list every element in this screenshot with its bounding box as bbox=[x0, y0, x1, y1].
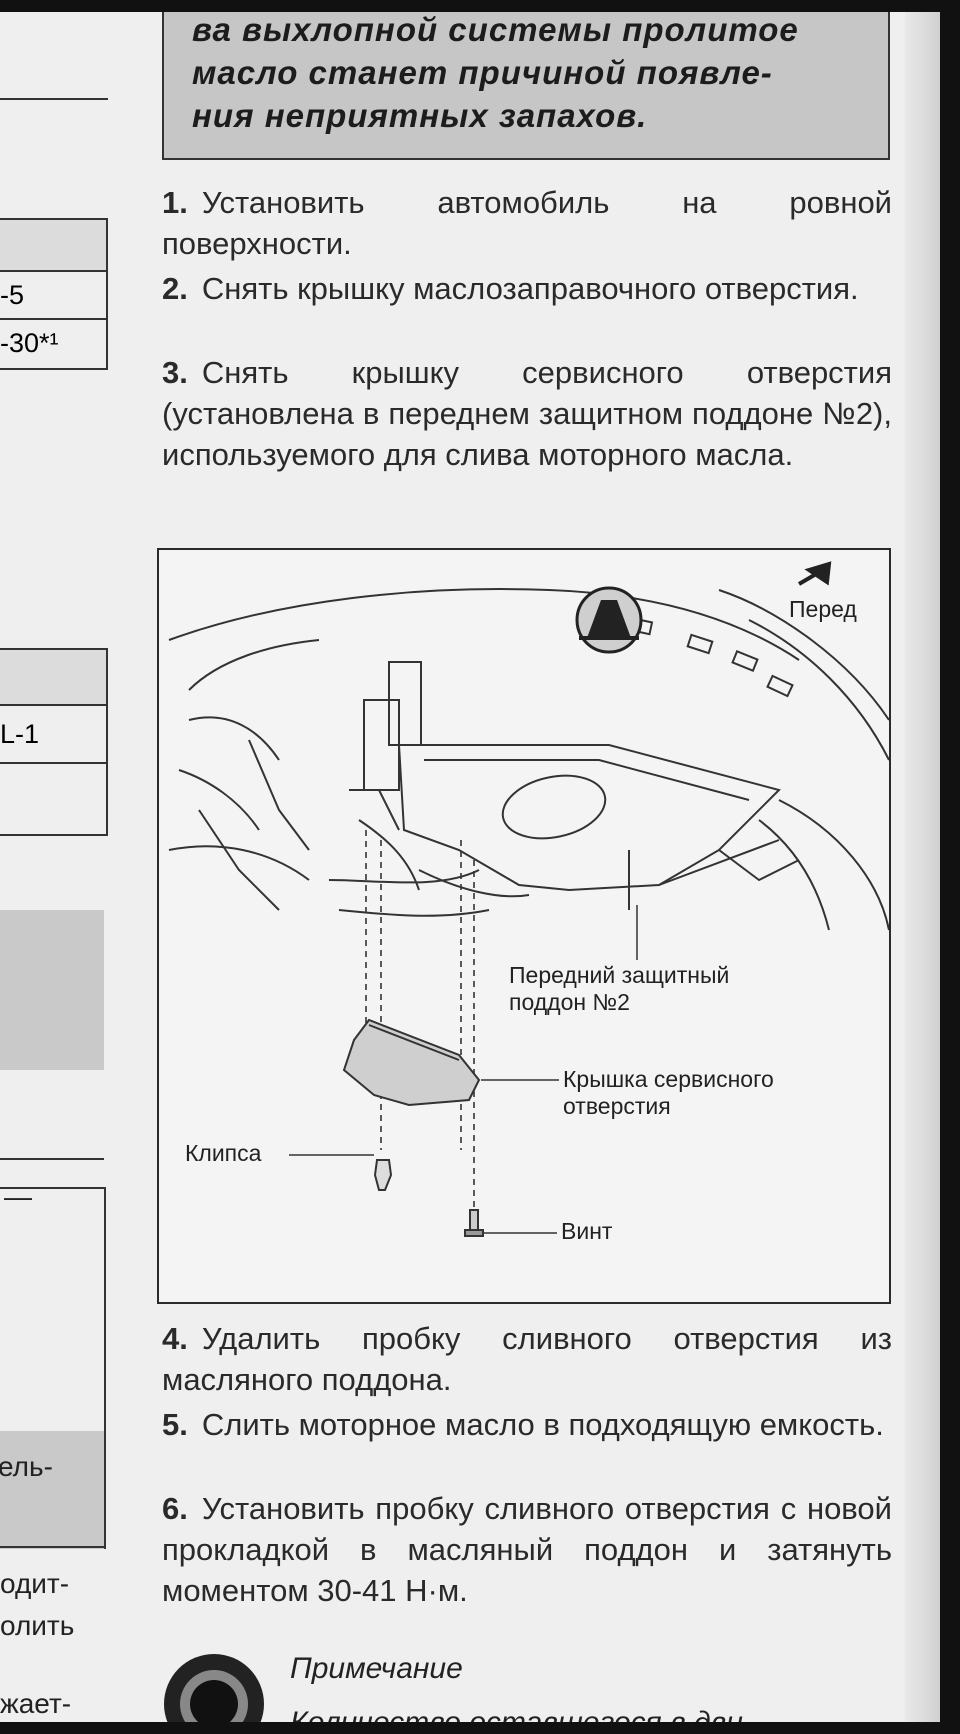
step-text: Удалить пробку сливного отверстия из мас… bbox=[162, 1321, 892, 1397]
front-pan-label-line: Передний защитный bbox=[509, 962, 730, 988]
left-fragment: одит- bbox=[0, 1568, 70, 1599]
warning-box: ва выхлопной системы пролитое масло стан… bbox=[162, 12, 890, 160]
left-table-1-header bbox=[0, 220, 106, 272]
step-1: 1.Установить автомобиль на ровной поверх… bbox=[162, 182, 892, 264]
step-6: 6.Установить пробку сливного отверстия с… bbox=[162, 1488, 892, 1611]
left-box: — ель- bbox=[0, 1181, 106, 1549]
step-text: Снять крышку маслозаправочного отверстия… bbox=[201, 271, 859, 306]
front-direction-label: Перед bbox=[789, 596, 857, 622]
step-2: 2. Снять крышку маслозаправочного отверст… bbox=[162, 268, 892, 309]
screen-bottom-bar bbox=[0, 1722, 960, 1734]
left-table-1-cell: -30*¹ bbox=[0, 327, 59, 358]
step-text: Слить моторное масло в подходящую емкост… bbox=[201, 1407, 884, 1442]
step-4: 4.Удалить пробку сливного отверстия из м… bbox=[162, 1318, 892, 1400]
step-number: 1. bbox=[162, 185, 188, 220]
step-5: 5. Слить моторное масло в подходящую емко… bbox=[162, 1404, 892, 1445]
left-box-rule: — bbox=[4, 1181, 32, 1212]
step-3: 3.Снять крышку сервисного отверстия (уст… bbox=[162, 352, 892, 475]
service-cover-label: Крышка сервисного отверстия bbox=[563, 1066, 774, 1120]
note-icon bbox=[164, 1654, 264, 1724]
warning-line: ния неприятных запахов. bbox=[192, 97, 648, 134]
left-rule-mid bbox=[0, 1158, 104, 1160]
left-fragment: жает- bbox=[0, 1688, 72, 1719]
left-table-2-cell bbox=[0, 764, 106, 820]
left-fragment: ель- bbox=[0, 1451, 53, 1482]
undercar-drawing bbox=[168, 561, 889, 1237]
left-table-1-cell: -5 bbox=[0, 272, 106, 320]
step-number: 4. bbox=[162, 1321, 188, 1356]
front-pan-label-line: поддон №2 bbox=[509, 989, 630, 1015]
warning-line: ва выхлопной системы пролитое bbox=[192, 12, 799, 48]
screw-label: Винт bbox=[561, 1218, 613, 1244]
service-cover-label-line: Крышка сервисного bbox=[563, 1066, 774, 1092]
left-box-gray bbox=[0, 1431, 104, 1549]
step-text: Установить автомобиль на ровной поверхно… bbox=[162, 185, 892, 261]
left-table-2: L-1 bbox=[0, 648, 108, 836]
clip-label: Клипса bbox=[185, 1140, 262, 1166]
warning-line: масло станет причиной появле- bbox=[192, 54, 773, 91]
front-pan-label: Передний защитный поддон №2 bbox=[509, 962, 729, 1016]
service-cover-label-line: отверстия bbox=[563, 1093, 671, 1119]
step-number: 5. bbox=[162, 1407, 188, 1442]
left-table-2-header bbox=[0, 650, 106, 706]
left-table-1: -5 -30*¹ bbox=[0, 218, 108, 370]
book-page: -5 -30*¹ L-1 — ель- одит- олить жает- ва… bbox=[0, 12, 940, 1724]
step-number: 6. bbox=[162, 1491, 188, 1526]
left-rule-bottom bbox=[0, 1546, 104, 1548]
oil-pan-figure: Перед Передний защитный поддон №2 Крышка… bbox=[157, 548, 891, 1304]
left-gray-block bbox=[0, 910, 104, 1070]
left-fragment: олить bbox=[0, 1610, 75, 1641]
step-text: Снять крышку сервисного отверстия (устан… bbox=[162, 355, 892, 472]
left-rule-top bbox=[0, 98, 108, 100]
left-table-2-cell: L-1 bbox=[0, 706, 106, 764]
page-gutter-shadow bbox=[905, 12, 940, 1724]
note-text: Количество оставшегося в дви- bbox=[290, 1706, 753, 1724]
step-text: Установить пробку сливного отверстия с н… bbox=[162, 1491, 892, 1608]
step-number: 3. bbox=[162, 355, 188, 390]
note-title: Примечание bbox=[290, 1652, 463, 1685]
step-number: 2. bbox=[162, 271, 188, 306]
